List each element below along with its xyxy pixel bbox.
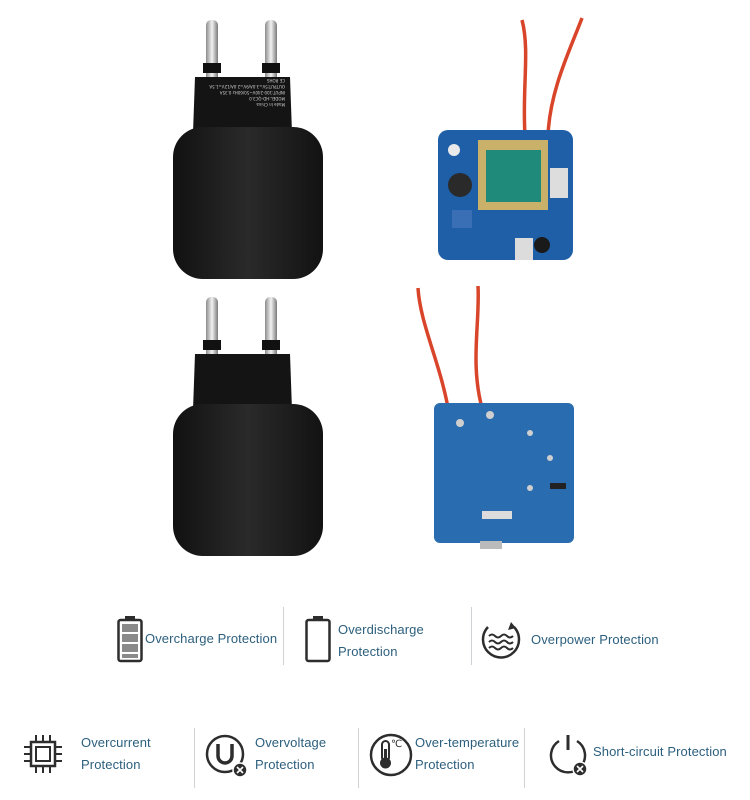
divider	[283, 607, 284, 665]
battery-empty-icon	[305, 616, 331, 663]
charger-label: Made In China MODEL:HD-QC3.0 INPUT:100-2…	[205, 77, 285, 129]
feature-overvoltage-label-line1: Overvoltage	[255, 735, 327, 750]
ce-mark: CE	[279, 78, 285, 83]
divider	[194, 728, 195, 788]
thermometer-icon	[369, 733, 413, 777]
battery-icon	[117, 616, 143, 663]
celsius-symbol: ℃	[391, 739, 403, 750]
feature-overpower: Overpower Protection	[478, 617, 668, 665]
overpower-wave-icon	[481, 622, 521, 659]
voltage-u-icon	[205, 734, 248, 778]
divider	[524, 728, 525, 788]
charger-front-image: Made In China MODEL:HD-QC3.0 INPUT:100-2…	[165, 15, 365, 285]
feature-overtemperature-label-line1: Over-temperature	[415, 735, 520, 750]
charger-label-line: Made In China	[256, 102, 285, 107]
feature-overcurrent-label-line1: Overcurrent	[81, 735, 151, 750]
pcb-bottom-image	[410, 283, 585, 553]
feature-overtemperature: ℃ Over-temperature Protection	[369, 733, 529, 781]
charger-label-line: INPUT:100-240V~50/60Hz 0.35A	[219, 90, 285, 95]
feature-overpower-label: Overpower Protection	[531, 632, 659, 647]
feature-overdischarge: Overdischarge Protection	[305, 615, 465, 667]
charger-label-line: MODEL:HD-QC3.0	[249, 96, 285, 101]
feature-short-circuit: Short-circuit Protection	[546, 732, 741, 780]
charger-side-image	[165, 292, 365, 562]
feature-overcurrent: Overcurrent Protection	[22, 731, 187, 781]
divider	[358, 728, 359, 788]
charger-label-line: OUTPUT:5V=3.0A/9V=2.0A/12V=1.5A	[209, 84, 285, 89]
feature-overvoltage: Overvoltage Protection	[204, 733, 354, 781]
feature-overcharge: Overcharge Protection	[117, 613, 282, 665]
feature-overcurrent-label-line2: Protection	[81, 757, 141, 772]
rohs-mark: ROHS	[266, 78, 279, 83]
feature-short-circuit-label: Short-circuit Protection	[593, 744, 727, 759]
chip-icon	[24, 735, 62, 773]
feature-overcharge-label: Overcharge Protection	[145, 631, 278, 646]
pcb-top-image	[430, 10, 590, 270]
feature-overdischarge-label-line1: Overdischarge	[338, 622, 424, 637]
feature-overtemperature-label-line2: Protection	[415, 757, 475, 772]
divider	[471, 607, 472, 665]
power-short-icon	[549, 735, 588, 777]
feature-overvoltage-label-line2: Protection	[255, 757, 315, 772]
feature-overdischarge-label-line2: Protection	[338, 644, 398, 659]
